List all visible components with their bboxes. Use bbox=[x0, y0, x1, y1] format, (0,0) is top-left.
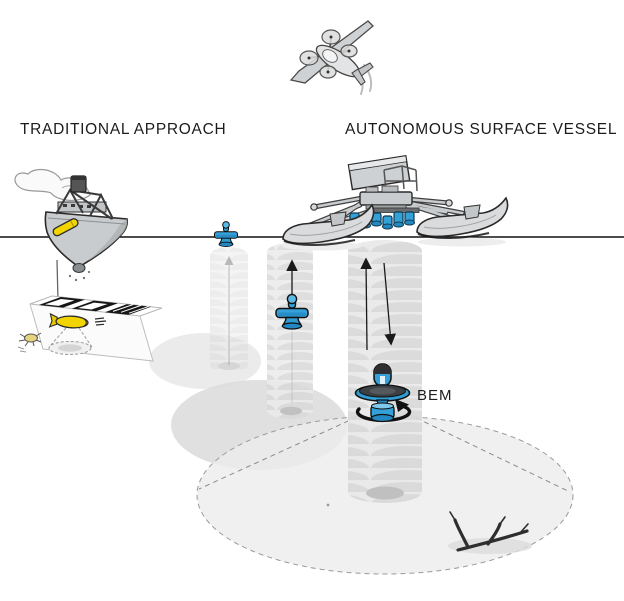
keel bbox=[72, 263, 86, 273]
survey-drone-icon bbox=[289, 20, 374, 95]
asv-catamaran-icon bbox=[282, 154, 509, 251]
bem-lander-icon bbox=[354, 363, 412, 423]
deck-auv-icon bbox=[52, 218, 79, 237]
label-autonomous-surface-vessel: AUTONOMOUS SURFACE VESSEL bbox=[345, 121, 618, 138]
prop-wash bbox=[68, 270, 91, 282]
survey-grid-icon bbox=[17, 295, 163, 362]
label-traditional-approach: TRADITIONAL APPROACH bbox=[20, 121, 227, 138]
scan-cone-line-right bbox=[407, 413, 571, 493]
surface-float-icon bbox=[213, 221, 239, 248]
seafloor-dot bbox=[326, 503, 330, 507]
pontoon-shadow-right bbox=[418, 237, 506, 247]
towed-auv-icon bbox=[48, 312, 89, 329]
sonar-cone bbox=[49, 327, 93, 348]
driftwood-icon bbox=[448, 511, 532, 554]
label-bem: BEM bbox=[417, 387, 453, 404]
equipment-box bbox=[347, 154, 411, 191]
tether-line bbox=[56, 259, 59, 302]
crab-icon bbox=[17, 332, 42, 353]
pontoon-left bbox=[282, 203, 375, 247]
pontoon-right bbox=[416, 196, 509, 240]
ascent-arrow-bem bbox=[360, 257, 372, 351]
center-platform bbox=[359, 191, 413, 206]
scan-cone-line-left bbox=[198, 416, 358, 490]
antenna-frame bbox=[383, 165, 418, 192]
research-vessel-icon bbox=[14, 168, 129, 302]
descent-arrow-bem bbox=[383, 262, 397, 346]
water-column-2 bbox=[267, 243, 313, 419]
